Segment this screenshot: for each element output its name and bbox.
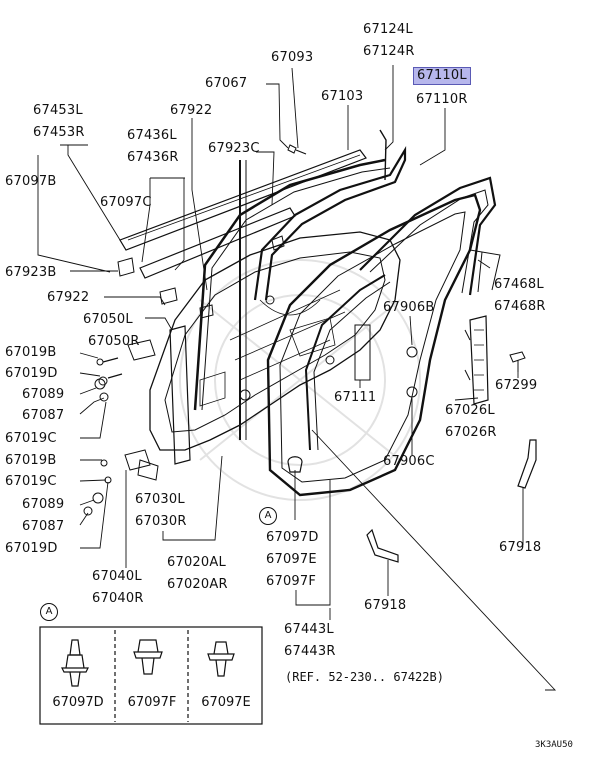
diagram-code: 3K3AU50 (535, 740, 573, 750)
label-67067: 67067 (205, 76, 248, 91)
label-67468R: 67468R (494, 299, 546, 314)
label-67089-1: 67089 (22, 387, 65, 402)
label-67019D-2: 67019D (5, 541, 58, 556)
label-67097B: 67097B (5, 174, 57, 189)
window-regulator-parts (464, 315, 526, 405)
label-67097D: 67097D (266, 530, 319, 545)
label-67019C-2: 67019C (5, 474, 57, 489)
label-67918-lower: 67918 (364, 598, 407, 613)
label-67111: 67111 (334, 390, 377, 405)
label-67087-1: 67087 (22, 408, 65, 423)
grommet-67906C (406, 386, 418, 398)
seal-67918-lower (366, 528, 399, 563)
label-67110L-highlighted[interactable]: 67110L (413, 67, 471, 85)
inner-seal (304, 274, 391, 451)
label-67103: 67103 (321, 89, 364, 104)
label-67918-right: 67918 (499, 540, 542, 555)
grommet-67906B (406, 346, 418, 358)
label-67020AL: 67020AL (167, 555, 226, 570)
rear-glass-run (359, 176, 501, 296)
label-67906B: 67906B (383, 300, 435, 315)
inset-label-67097F: 67097F (127, 695, 177, 710)
label-67097E: 67097E (266, 552, 317, 567)
label-67443R: 67443R (284, 644, 336, 659)
label-67453L: 67453L (33, 103, 83, 118)
seal-67918-right (517, 439, 537, 489)
inset-label-67097D: 67097D (52, 695, 104, 710)
reference-note: (REF. 52-230.. 67422B) (285, 670, 444, 684)
label-67923C: 67923C (208, 141, 260, 156)
label-67097F: 67097F (266, 574, 317, 589)
label-67026R: 67026R (445, 425, 497, 440)
label-67089-2: 67089 (22, 497, 65, 512)
label-67299: 67299 (495, 378, 538, 393)
inset-box (39, 626, 263, 725)
circle-marker-a: A (259, 507, 277, 525)
label-67923B: 67923B (5, 265, 57, 280)
label-67030R: 67030R (135, 514, 187, 529)
label-67922-mid: 67922 (47, 290, 90, 305)
label-67443L: 67443L (284, 622, 334, 637)
label-67453R: 67453R (33, 125, 85, 140)
label-67040L: 67040L (92, 569, 142, 584)
hinge-parts (83, 325, 191, 516)
label-67110R: 67110R (416, 92, 468, 107)
label-67097C: 67097C (100, 195, 152, 210)
label-67020AR: 67020AR (167, 577, 228, 592)
door-sash (253, 129, 407, 301)
label-67468L: 67468L (494, 277, 544, 292)
label-67026L: 67026L (445, 403, 495, 418)
label-67050L: 67050L (83, 312, 133, 327)
label-67436R: 67436R (127, 150, 179, 165)
label-67019B-2: 67019B (5, 453, 57, 468)
label-67922-top: 67922 (170, 103, 213, 118)
label-67050R: 67050R (88, 334, 140, 349)
inset-marker-a: A (40, 603, 58, 621)
label-67040R: 67040R (92, 591, 144, 606)
label-67019D-1: 67019D (5, 366, 58, 381)
label-67087-2: 67087 (22, 519, 65, 534)
belt-moulding (119, 149, 367, 279)
label-67019C-1: 67019C (5, 431, 57, 446)
opening-weatherstrip (266, 193, 482, 497)
label-67124L: 67124L (363, 22, 413, 37)
label-67906C: 67906C (383, 454, 435, 469)
label-67436L: 67436L (127, 128, 177, 143)
label-67124R: 67124R (363, 44, 415, 59)
inset-label-67097E: 67097E (201, 695, 251, 710)
leader-lines (37, 65, 557, 691)
label-67019B-1: 67019B (5, 345, 57, 360)
label-67030L: 67030L (135, 492, 185, 507)
label-67093: 67093 (271, 50, 314, 65)
